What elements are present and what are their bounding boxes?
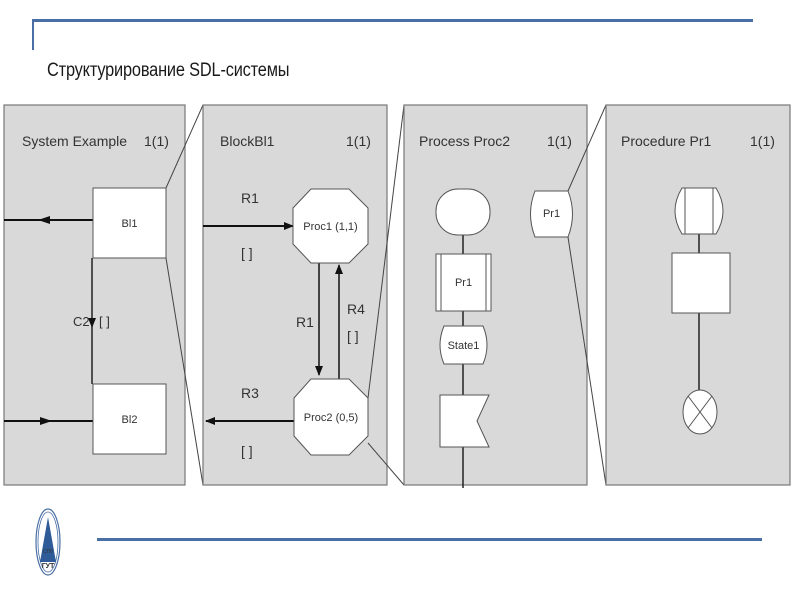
top-accent-corner xyxy=(32,19,34,50)
input-symbol[interactable] xyxy=(439,394,490,448)
panel-process-frame xyxy=(403,104,588,486)
procedure-call-label: Pr1 xyxy=(455,277,472,289)
panel-process: Process Proc2 1(1) Pr1 State1 Pr1 xyxy=(403,104,588,488)
route-r1-signals: [ ] xyxy=(241,245,253,261)
spbgut-logo-icon: СПб ГУТ xyxy=(35,508,61,576)
route-r4-signals: [ ] xyxy=(347,328,359,344)
route-r4-label: R4 xyxy=(347,301,365,317)
slide-title: Структурирование SDL-системы xyxy=(47,60,290,81)
panel-process-heading: Process Proc2 xyxy=(419,133,510,149)
process-proc1-label: Proc1 (1,1) xyxy=(303,221,357,233)
state-symbol[interactable] xyxy=(439,325,488,365)
panel-procedure-page: 1(1) xyxy=(750,133,775,149)
route-r3-label: R3 xyxy=(241,385,259,401)
state-label: State1 xyxy=(448,340,480,352)
process-proc2[interactable] xyxy=(293,378,369,456)
channel-c2-signals: [ ] xyxy=(99,314,110,329)
zoom-line xyxy=(165,257,204,486)
route-r3-signals: [ ] xyxy=(241,443,253,459)
return-cross xyxy=(687,395,713,429)
block-bl2[interactable] xyxy=(92,383,167,455)
panel-block-page: 1(1) xyxy=(346,133,371,149)
env-channel-in-arrow xyxy=(40,417,52,425)
panel-procedure-heading: Procedure Pr1 xyxy=(621,133,711,149)
university-logo: СПб ГУТ xyxy=(35,507,61,577)
block-bl1[interactable] xyxy=(92,187,167,259)
zoom-line xyxy=(567,236,607,486)
zoom-line xyxy=(567,104,607,192)
procedure-call-symbol[interactable] xyxy=(435,253,492,312)
panel-system-page: 1(1) xyxy=(144,133,169,149)
task-symbol[interactable] xyxy=(671,252,731,314)
logo-text-top: СПб xyxy=(43,549,53,555)
route-r1-inner-label: R1 xyxy=(296,314,314,330)
zoom-line xyxy=(367,442,405,486)
top-accent-line xyxy=(33,19,753,22)
logo-text-bottom: ГУТ xyxy=(42,563,55,570)
panel-system: System Example 1(1) C2 [ ] Bl1 Bl2 xyxy=(3,104,186,486)
zoom-line xyxy=(165,104,204,189)
block-bl2-label: Bl2 xyxy=(122,414,138,426)
panel-procedure: Procedure Pr1 1(1) xyxy=(605,104,791,486)
zoom-line xyxy=(367,104,405,399)
panel-block-heading: BlockBl1 xyxy=(220,133,275,149)
panel-system-heading: System Example xyxy=(22,133,127,149)
env-channel-out-arrow xyxy=(38,216,50,224)
route-r1-label: R1 xyxy=(241,190,259,206)
procedure-reference-label: Pr1 xyxy=(543,208,560,220)
procedure-start-symbol[interactable] xyxy=(674,187,724,235)
panel-block: BlockBl1 1(1) R1 [ ] R1 R4 [ ] R3 [ ] Pr… xyxy=(202,104,388,486)
bottom-accent-line xyxy=(97,538,762,541)
channel-c2-arrow xyxy=(88,318,96,328)
block-bl1-label: Bl1 xyxy=(122,218,138,230)
channel-c2-label: C2 xyxy=(73,314,90,329)
process-proc2-label: Proc2 (0,5) xyxy=(304,412,358,424)
start-symbol[interactable] xyxy=(435,188,491,236)
panel-process-page: 1(1) xyxy=(547,133,572,149)
process-proc1[interactable] xyxy=(292,188,369,264)
